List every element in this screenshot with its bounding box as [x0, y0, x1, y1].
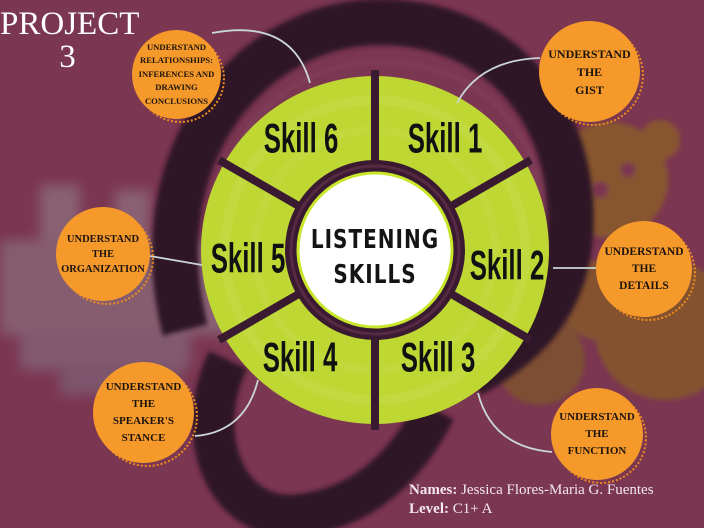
bubble-text: UNDERSTAND — [559, 410, 635, 423]
connector-skill-4 — [194, 379, 259, 437]
bubble-understand-relationships: UNDERSTAND RELATIONSHIPS: INFERENCES AND… — [132, 30, 225, 123]
skill-6-label: Skill 6 — [263, 116, 339, 163]
connectors — [149, 29, 596, 453]
level-label: Level: — [409, 501, 449, 517]
bubble-text: THE — [631, 262, 657, 275]
project-title-line1: PROJECT — [0, 6, 140, 42]
bubble-text: DRAWING — [155, 82, 198, 93]
bubble-text: UNDERSTAND — [146, 41, 207, 52]
skills-wheel — [201, 70, 549, 430]
bubble-text: UNDERSTAND — [66, 233, 140, 245]
names-label: Names: — [409, 482, 458, 498]
connector-skill-5 — [149, 255, 203, 266]
blurred-gears — [495, 120, 704, 405]
bubble-text: GIST — [575, 82, 604, 97]
bubble-text: DETAILS — [619, 279, 669, 292]
center-label-line1: LISTENING — [310, 223, 440, 255]
skill-5-label: Skill 5 — [210, 236, 286, 283]
bubble-text: UNDERSTAND — [604, 245, 684, 258]
bubble-text: UNDERSTAND — [105, 380, 182, 393]
bubble-understand-organization: UNDERSTAND THE ORGANIZATION — [56, 207, 154, 305]
bubble-text: STANCE — [121, 431, 166, 444]
credits: Names: Jessica Flores-Maria G. Fuentes L… — [409, 481, 654, 519]
names-value: Jessica Flores-Maria G. Fuentes — [461, 482, 654, 498]
center-label-line2: SKILLS — [333, 258, 417, 290]
bubble-understand-speakers-stance: UNDERSTAND THE SPEAKER'S STANCE — [93, 362, 198, 467]
bubble-text: RELATIONSHIPS: — [140, 55, 213, 66]
bubble-text: THE — [131, 397, 156, 410]
bubble-text: ORGANIZATION — [61, 263, 145, 275]
bubble-text: THE — [91, 248, 115, 260]
names-line: Names: Jessica Flores-Maria G. Fuentes — [409, 481, 654, 500]
bubble-text: THE — [585, 427, 609, 440]
bubble-text: SPEAKER'S — [112, 414, 175, 427]
bubble-text: CONCLUSIONS — [144, 95, 209, 106]
connector-skill-6 — [211, 29, 311, 84]
bubble-understand-details: UNDERSTAND THE DETAILS — [596, 221, 696, 321]
level-value: C1+ A — [452, 501, 493, 517]
bubble-text: THE — [576, 64, 603, 79]
skill-1-label: Skill 1 — [407, 116, 483, 163]
bubble-understand-function: UNDERSTAND THE FUNCTION — [551, 388, 647, 484]
bubble-text: INFERENCES AND — [138, 68, 215, 79]
skill-3-label: Skill 3 — [400, 335, 476, 382]
level-line: Level: C1+ A — [409, 500, 654, 519]
bubble-text: FUNCTION — [567, 444, 627, 457]
bubble-text: UNDERSTAND — [548, 46, 631, 61]
skill-2-label: Skill 2 — [469, 243, 545, 290]
project-number: 3 — [59, 39, 76, 75]
project-title: PROJECT 3 — [0, 6, 140, 75]
connector-skill-3 — [477, 392, 553, 453]
connector-skill-1 — [456, 57, 541, 104]
skill-4-label: Skill 4 — [262, 335, 338, 382]
bubble-understand-gist: UNDERSTAND THE GIST — [539, 21, 644, 126]
center-circle — [296, 171, 454, 329]
